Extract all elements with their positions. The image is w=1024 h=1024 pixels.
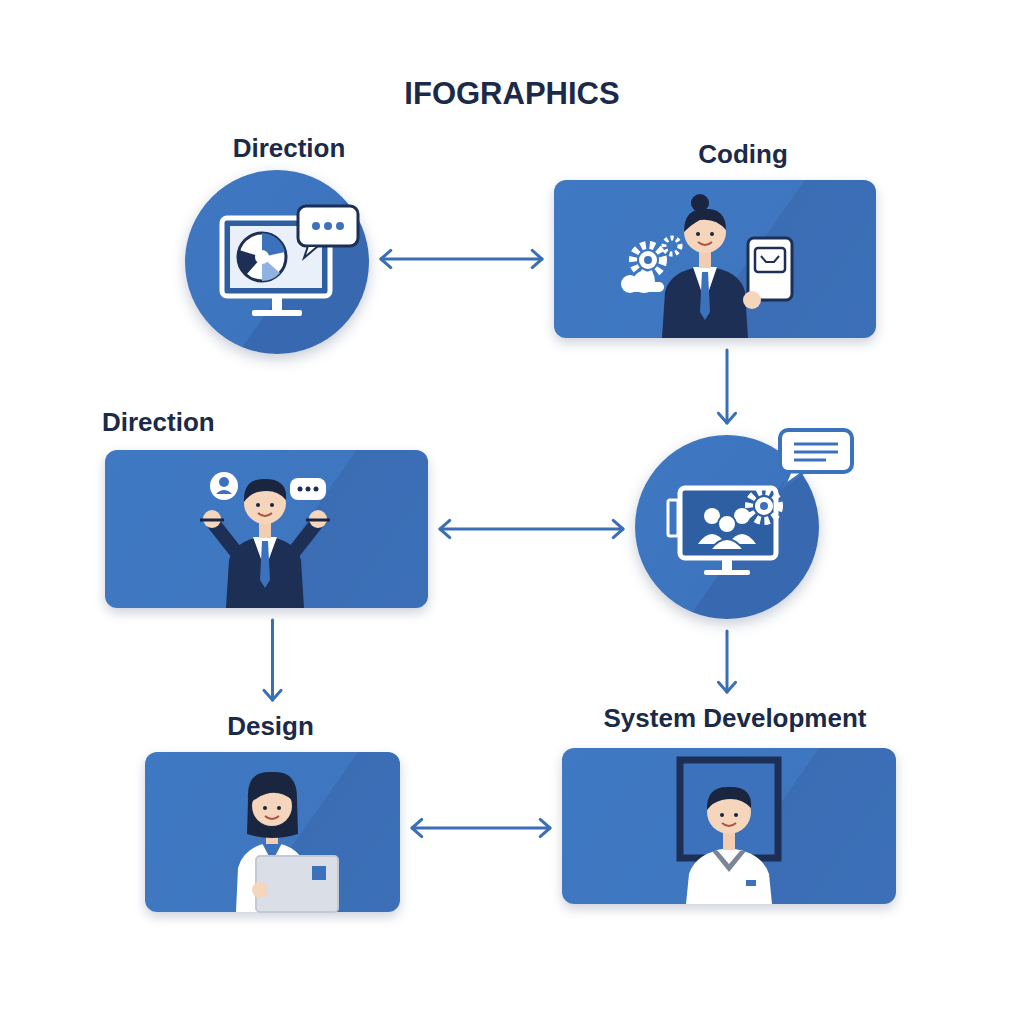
arrow-head [532,250,542,267]
connector-arrow [726,350,729,423]
arrow-head [613,520,623,537]
icon-box: Design [145,752,400,912]
designer-figure [236,772,338,912]
developer-figure [680,760,778,904]
node-heading: Coding [698,140,788,170]
arrow-head [264,690,281,700]
node-heading: Direction [102,408,215,438]
icon-box: System Development [562,748,896,904]
team-monitor-icon [668,430,852,575]
diagram-title: IFOGRAPHICS [0,76,1024,112]
icon-circle [635,435,819,619]
icon-box: Direction [105,450,428,608]
connector-arrow [271,620,274,700]
monitor-pie-icon [222,206,358,316]
arrow-head [718,682,735,692]
coder-figure [621,194,792,338]
icon-circle: Direction [185,170,369,354]
connector-arrow [412,827,550,830]
connector-arrow [381,258,542,261]
connector-arrow [726,631,729,692]
director-figure [200,472,330,608]
arrow-head [412,819,422,836]
arrow-head [381,250,391,267]
node-heading: Design [227,712,314,742]
arrow-head [440,520,450,537]
arrow-head [718,413,735,423]
icon-box: Coding [554,180,876,338]
arrow-head [540,819,550,836]
node-heading: Direction [233,134,346,164]
node-heading: System Development [604,704,867,734]
connector-arrow [440,528,623,531]
